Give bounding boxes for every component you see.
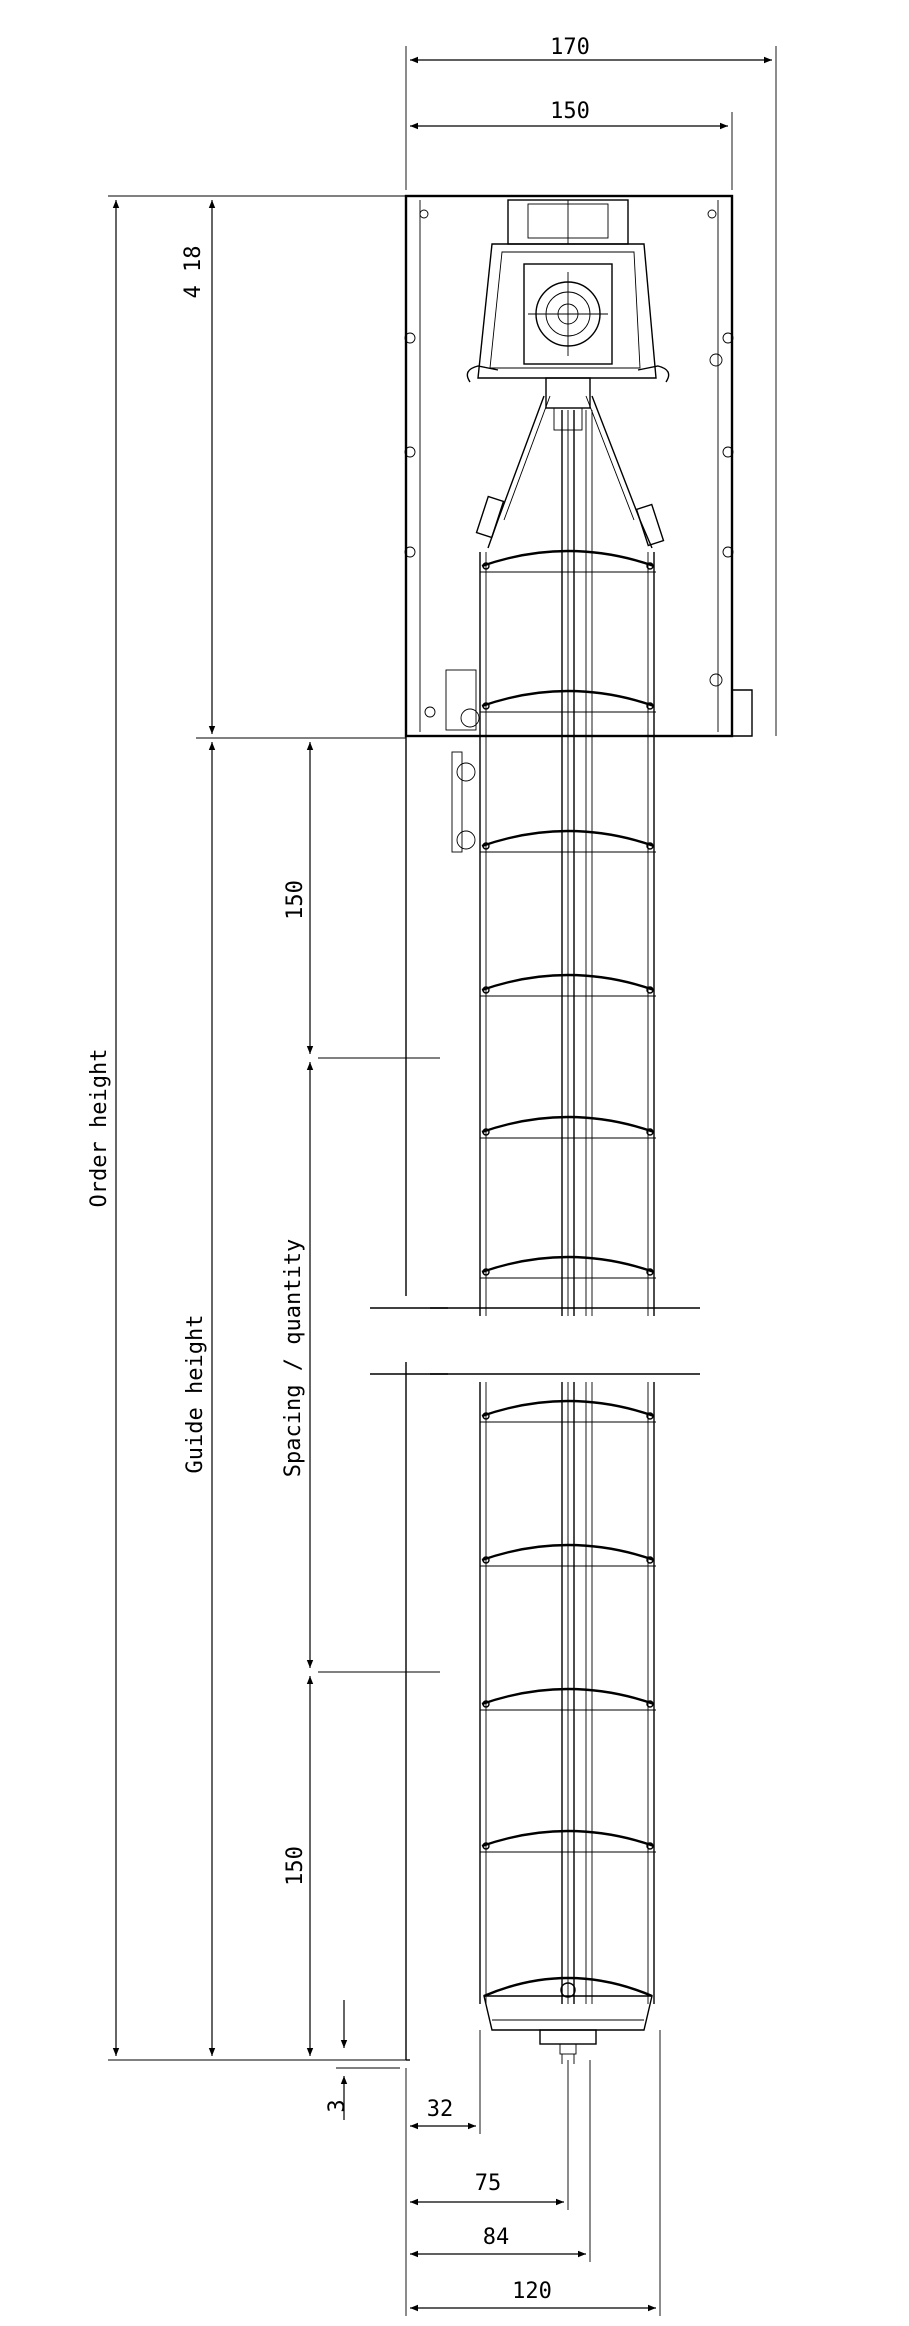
dim-120-label: 120: [512, 2279, 552, 2304]
housing-box: [404, 194, 753, 738]
dim-84-label: 84: [483, 2225, 510, 2250]
guide-height-label: Guide height: [183, 1315, 208, 1474]
dim-3-label: 3: [325, 2099, 350, 2112]
bottom-rail: [483, 1976, 653, 2064]
dim-150-width-label: 150: [550, 99, 590, 124]
dim-75-label: 75: [475, 2171, 502, 2196]
cables: [475, 395, 665, 549]
break-lines: [318, 1057, 700, 1673]
dim-150-spacing-bottom-label: 150: [283, 1846, 308, 1886]
order-height-label: Order height: [87, 1049, 112, 1208]
dimensions: [108, 46, 777, 2316]
side-guide: [405, 736, 476, 2061]
guide-rails: [479, 410, 655, 2004]
dim-150-spacing-top-label: 150: [283, 880, 308, 920]
dim-170-label: 170: [550, 35, 590, 60]
drive-head: [466, 199, 670, 431]
spacing-quantity-label: Spacing / quantity: [281, 1239, 306, 1477]
dim-32-label: 32: [427, 2097, 454, 2122]
dim-418-label: 4 18: [181, 246, 206, 299]
lamellas: [480, 549, 656, 1853]
